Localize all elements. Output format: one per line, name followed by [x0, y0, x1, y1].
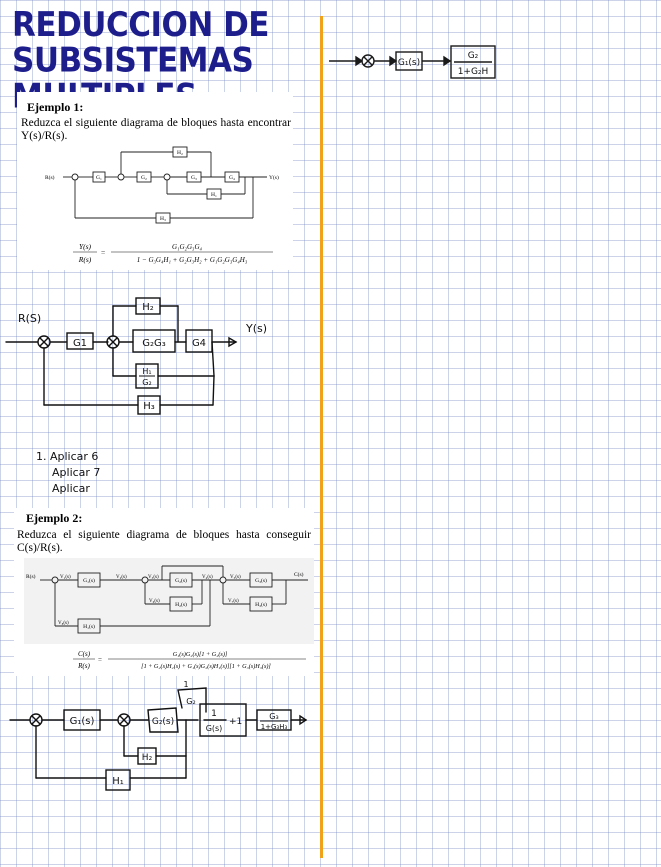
example1-prompt: Reduzca el siguiente diagrama de bloques…: [21, 117, 291, 142]
hw1-block-g2g3: G₂G₃: [142, 338, 166, 349]
ex2-signal-v2: V₂(s): [116, 575, 127, 580]
hw1-block-h2: H₂: [142, 302, 154, 313]
ex2-signal-v4: V₄(s): [202, 575, 213, 580]
ex1-block-h1: H₁: [211, 192, 217, 198]
hw2-g2-top-label: G₂: [186, 697, 195, 706]
ex2-signal-v5: V₅(s): [230, 575, 241, 580]
example1-heading: Ejemplo 1:: [27, 100, 84, 114]
svg-text:=: =: [101, 248, 105, 257]
ex1-input-label: R(s): [45, 174, 55, 181]
step-line-1: 1. Aplicar 6: [36, 450, 99, 463]
svg-text:1 − G₃G₄H₁ + G₂G₃H₂ + G₁G₂G₃G₄: 1 − G₃G₄H₁ + G₂G₃H₂ + G₁G₂G₃G₄H₃: [137, 256, 248, 264]
svg-text:G₁G₂G₃G₄: G₁G₂G₃G₄: [172, 243, 203, 251]
top-sketch-tf-num: G₂: [468, 51, 479, 61]
hw1-output-label: Y(s): [245, 322, 267, 335]
ex1-output-label: Y(s): [269, 174, 279, 181]
hw1-block-g1: G1: [73, 338, 87, 349]
ex2-output-label: C(s): [294, 571, 304, 578]
ex2-signal-v1: V₁(s): [60, 575, 71, 580]
top-sketch-block: G₁(s): [398, 58, 420, 68]
hw2-block-h1: H₁: [112, 776, 124, 787]
example1-block-diagram: R(s) Y(s) G₁ G₂ G₃ G₄ H₁ H₂ H₃: [45, 146, 279, 224]
hw2-block-h2: H₂: [142, 753, 153, 763]
column-divider: [320, 16, 323, 858]
hw2-block-g2: G₂(s): [152, 717, 174, 727]
example2-block-diagram: R(s) C(s) V₁(s) V₂(s) V₃(s) V₄(s) V₅(s) …: [24, 558, 314, 644]
svg-text:[1 + G₂(s)H₂(s) + G₁(s)G₂(s)H₁: [1 + G₂(s)H₂(s) + G₁(s)G₂(s)H₁(s)][1 + G…: [141, 663, 271, 670]
ex1-block-h3: H₃: [160, 216, 166, 222]
ex2-block-h2: H₂(s): [175, 601, 187, 608]
top-sketch-tf-den: 1+G₂H: [458, 67, 489, 77]
ex2-signal-v7: V₇(s): [228, 599, 239, 604]
ex1-block-g1: G₁: [96, 175, 102, 181]
example2-card: Ejemplo 2: Reduzca el siguiente diagrama…: [14, 508, 314, 676]
ex1-block-h2: H₂: [177, 150, 183, 156]
svg-text:R(s): R(s): [77, 662, 90, 670]
hw2-block-g1: G₁(s): [70, 716, 95, 727]
ex2-block-g2: G₂(s): [175, 577, 187, 584]
hw1-block-g4: G4: [192, 338, 206, 349]
ex2-signal-v6: V₆(s): [149, 599, 160, 604]
ex2-signal-v3: V₃(s): [148, 575, 159, 580]
svg-text:=: =: [98, 656, 102, 664]
example2-formula: C(s) R(s) = G₁(s)G₂(s)[1 + G₂(s)] [1 + G…: [73, 650, 306, 670]
svg-text:G₁(s)G₂(s)[1 + G₂(s)]: G₁(s)G₂(s)[1 + G₂(s)]: [173, 651, 228, 658]
ex2-block-h1: H₁(s): [83, 623, 95, 630]
hw1-input-label: R(S): [18, 312, 41, 325]
ex2-block-g1: G₁(s): [83, 577, 95, 584]
hw2-tf-den: 1+G₃H₃: [261, 723, 288, 731]
handwritten-diagram-1: R(S) Y(s) G1 G₂G₃ G4 H₂ H₁ G₂ H₃: [5, 297, 267, 415]
hw1-block-g2: G₂: [142, 378, 151, 387]
ex2-signal-v8: V₈(s): [58, 621, 69, 626]
step-line-3: Aplicar: [52, 482, 90, 495]
top-sketch: G₁(s) G₂ 1+G₂H: [329, 45, 496, 79]
hw1-block-h3: H₃: [143, 401, 155, 412]
ex2-block-g3: G₃(s): [255, 577, 267, 584]
svg-text:R(s): R(s): [78, 255, 92, 264]
hw2-frac-den: G(s): [206, 724, 223, 733]
example1-formula: Y(s) R(s) = G₁G₂G₃G₄ 1 − G₃G₄H₁ + G₂G₃H₂…: [73, 242, 273, 264]
svg-text:C(s): C(s): [78, 650, 91, 658]
hw2-plus-one: +1: [229, 717, 242, 727]
ex1-block-g3: G₃: [191, 175, 197, 181]
ex2-block-h3: H₃(s): [255, 601, 267, 608]
svg-text:Y(s): Y(s): [79, 242, 92, 251]
ex1-block-g2: G₂: [141, 175, 147, 181]
hw2-g2-top-num: 1: [183, 680, 188, 689]
step-line-2: Aplicar 7: [52, 466, 101, 479]
ex2-input-label: R(s): [26, 573, 36, 580]
example1-card: Ejemplo 1: Reduzca el siguiente diagrama…: [17, 92, 293, 270]
steps-note: 1. Aplicar 6 Aplicar 7 Aplicar: [36, 449, 100, 497]
example2-heading: Ejemplo 2:: [26, 511, 83, 525]
hw2-frac-num: 1: [211, 709, 217, 719]
hw2-tf-num: G₃: [269, 712, 278, 721]
handwritten-diagram-2: G₁(s) G₂(s) H₂ H₁ 1 G₂ 1 G(s) +1 G₃ 1+G₃…: [9, 680, 308, 791]
hw1-block-h1: H₁: [142, 367, 151, 376]
example2-prompt: Reduzca el siguiente diagrama de bloques…: [17, 529, 311, 554]
ex1-block-g4: G₄: [229, 175, 235, 181]
